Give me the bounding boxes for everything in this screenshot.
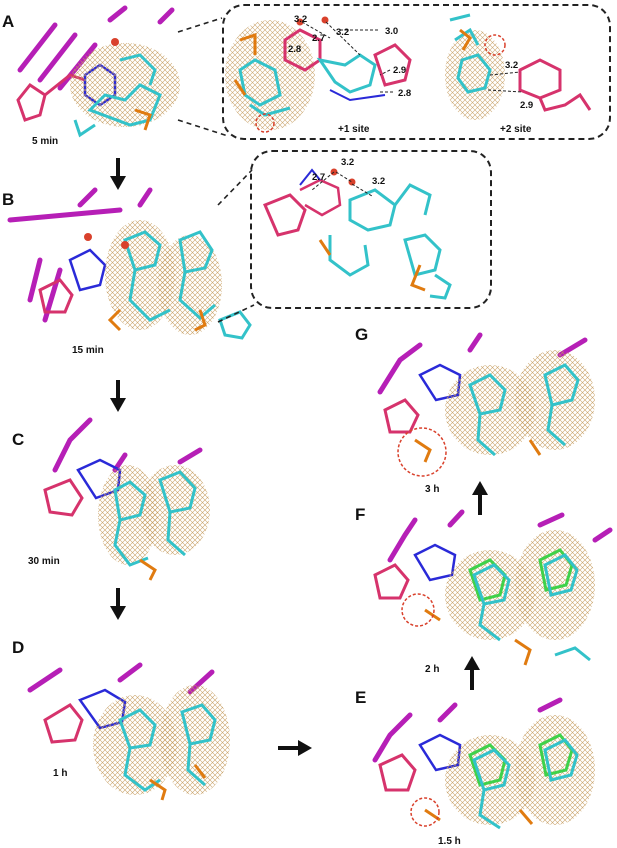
distance-label: 3.2	[336, 27, 350, 38]
time-label-g: 3 h	[425, 484, 440, 495]
panel-b-structure	[7, 187, 252, 340]
callout-box-b	[250, 150, 492, 309]
distance-label: 3.2	[341, 157, 355, 168]
panel-a-structure	[16, 5, 180, 138]
time-label-d: 1 h	[53, 768, 68, 779]
panel-g-structure	[377, 332, 595, 477]
distance-label: 3.2	[294, 14, 308, 25]
panel-label-b: B	[2, 190, 15, 209]
panel-e-structure	[372, 697, 595, 830]
panel-label-e: E	[355, 688, 367, 707]
callout-a-structure	[225, 13, 592, 133]
panel-label-f: F	[355, 505, 366, 524]
distance-label: 3.0	[385, 26, 399, 37]
distance-label: 2.9	[393, 65, 407, 76]
time-label-b: 15 min	[72, 345, 104, 356]
distance-label: 3.2	[505, 60, 519, 71]
time-label-e: 1.5 h	[438, 836, 461, 847]
panel-label-a: A	[2, 12, 15, 31]
site-label-plus1: +1 site	[338, 124, 370, 135]
distance-label: 2.7	[312, 172, 326, 183]
time-label-a: 5 min	[32, 136, 59, 147]
panel-d-structure	[27, 662, 230, 801]
arrows	[110, 158, 488, 756]
distance-label: 2.9	[520, 100, 534, 111]
panel-c-structure	[43, 417, 210, 581]
distance-label: 2.7	[312, 33, 326, 44]
time-label-f: 2 h	[425, 664, 440, 675]
distance-label: 2.8	[288, 44, 302, 55]
panel-label-c: C	[12, 430, 25, 449]
distance-label: 2.8	[398, 88, 412, 99]
site-label-plus2: +2 site	[500, 124, 532, 135]
callout-b-structure	[263, 168, 452, 300]
panel-f-structure	[373, 509, 613, 666]
panel-label-d: D	[12, 638, 25, 657]
distance-label: 3.2	[372, 176, 386, 187]
time-label-c: 30 min	[28, 556, 60, 567]
callout-box-a	[222, 4, 611, 140]
panel-label-g: G	[355, 325, 369, 344]
